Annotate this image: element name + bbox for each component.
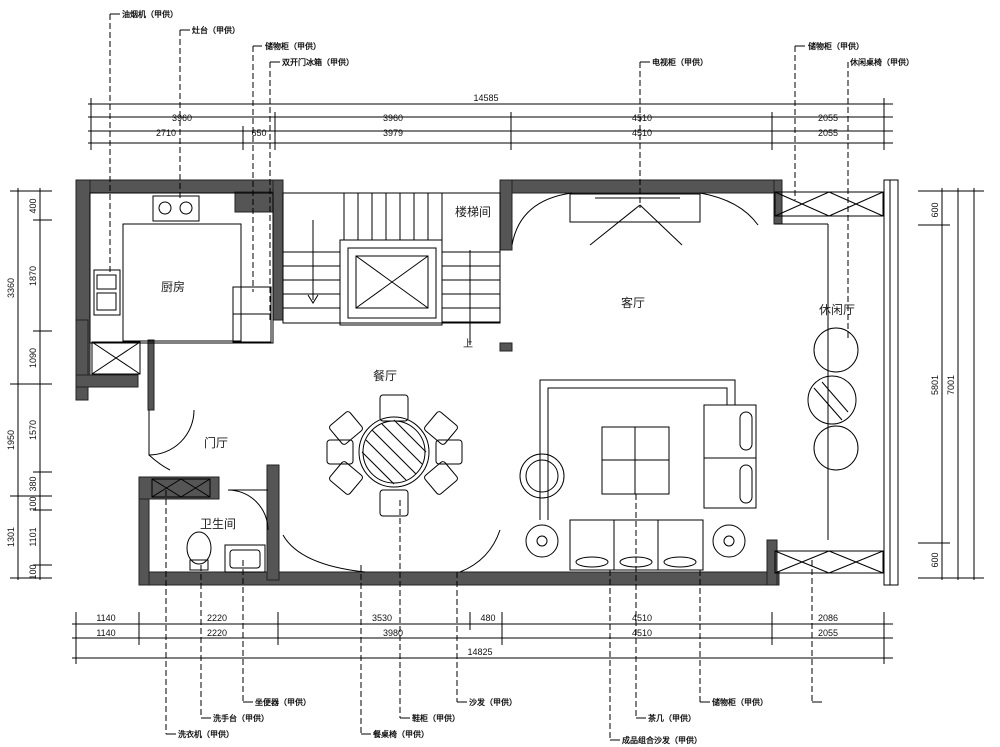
top-dim-4: 2055 bbox=[818, 113, 838, 123]
lounge-chair-1 bbox=[813, 327, 859, 373]
bottom-dim-4: 480 bbox=[480, 613, 495, 623]
top-dim-2: 3960 bbox=[383, 113, 403, 123]
lounge-table bbox=[807, 375, 857, 425]
top-dim-6: 650 bbox=[251, 128, 266, 138]
top-annotations: 油烟机（甲供） 灶台（甲供） 储物柜（甲供） 双开门冰箱（甲供） 电视柜（甲供）… bbox=[109, 9, 914, 340]
toilet-icon bbox=[186, 531, 212, 565]
stair-up-label: 上 bbox=[463, 338, 473, 350]
tv-cabinet bbox=[569, 193, 701, 223]
left-dim-4: 1570 bbox=[28, 420, 38, 440]
room-label-stairwell: 楼梯间 bbox=[455, 204, 491, 219]
note-bottom-3: 坐便器（甲供） bbox=[255, 697, 311, 707]
living-room: 客厅 bbox=[511, 192, 759, 571]
left-dimensions: 400 1870 1090 1570 380 100 1101 100 3360… bbox=[6, 188, 52, 580]
storage-cabinet bbox=[91, 341, 141, 375]
left-dim-8: 100 bbox=[28, 564, 38, 579]
note-top-2: 灶台（甲供） bbox=[192, 25, 240, 35]
left-dim-6: 100 bbox=[28, 496, 38, 511]
left-outer-dim-2: 1950 bbox=[6, 430, 16, 450]
walls bbox=[75, 179, 899, 586]
room-label-living: 客厅 bbox=[621, 295, 645, 310]
bottom-dim-11: 2055 bbox=[818, 628, 838, 638]
left-outer-dim-3: 1301 bbox=[6, 527, 16, 547]
stove-icon bbox=[152, 195, 200, 222]
left-dim-3: 1090 bbox=[28, 348, 38, 368]
stairwell: 上 楼梯间 bbox=[282, 192, 501, 350]
right-dim-2: 5801 bbox=[930, 375, 940, 395]
top-dimensions: 14585 3960 3960 4510 2055 2710 650 3979 … bbox=[88, 93, 893, 150]
bathroom: 卫生间 bbox=[151, 478, 269, 573]
bottom-dim-1: 1140 bbox=[96, 613, 115, 623]
left-dim-2: 1870 bbox=[28, 266, 38, 286]
right-dim-1: 600 bbox=[930, 202, 940, 217]
top-dim-3: 4510 bbox=[632, 113, 652, 123]
lounge: 休闲厅 bbox=[774, 191, 884, 574]
note-bottom-1: 洗衣机（甲供） bbox=[178, 729, 234, 739]
lounge-chair bbox=[519, 453, 565, 499]
note-bottom-2: 洗手台（甲供） bbox=[213, 713, 269, 723]
bottom-annotations: 洗衣机（甲供） 洗手台（甲供） 坐便器（甲供） 餐桌椅（甲供） 鞋柜（甲供） 沙… bbox=[165, 490, 822, 745]
sofa-right bbox=[703, 404, 757, 509]
note-bottom-4: 餐桌椅（甲供） bbox=[372, 729, 429, 739]
side-table-left bbox=[525, 524, 559, 558]
top-dim-8: 4510 bbox=[632, 128, 652, 138]
left-dim-1: 400 bbox=[28, 198, 38, 213]
lounge-chair-2 bbox=[813, 425, 859, 471]
note-bottom-6: 沙发（甲供） bbox=[469, 697, 517, 707]
room-label-foyer: 门厅 bbox=[204, 435, 228, 450]
dining-chairs bbox=[326, 394, 463, 517]
top-total-dimension: 14585 bbox=[473, 93, 498, 103]
kitchen: 厨房 bbox=[89, 192, 274, 375]
room-label-lounge: 休闲厅 bbox=[819, 303, 855, 317]
sink-icon bbox=[93, 269, 121, 316]
note-bottom-5: 鞋柜（甲供） bbox=[412, 713, 460, 723]
bottom-dim-10: 4510 bbox=[632, 628, 652, 638]
dining-table bbox=[358, 416, 430, 488]
left-dim-5: 380 bbox=[28, 476, 38, 491]
elevator-shaft bbox=[347, 247, 437, 319]
bottom-dim-9: 3980 bbox=[383, 628, 403, 638]
room-label-kitchen: 厨房 bbox=[161, 279, 185, 294]
bottom-dim-8: 2220 bbox=[207, 628, 227, 638]
room-label-dining: 餐厅 bbox=[373, 368, 397, 383]
note-bottom-7: 成品组合沙发（甲供） bbox=[622, 735, 702, 745]
side-table-right bbox=[712, 524, 746, 558]
room-label-bathroom: 卫生间 bbox=[200, 517, 236, 531]
bottom-dim-3: 3530 bbox=[372, 613, 392, 623]
left-dim-7: 1101 bbox=[28, 527, 38, 546]
right-dimensions: 600 5801 7001 600 bbox=[918, 188, 984, 580]
bottom-dim-6: 2086 bbox=[818, 613, 838, 623]
bottom-dimensions: 1140 2220 3530 480 4510 2086 1140 2220 3… bbox=[72, 612, 893, 664]
note-top-6: 储物柜（甲供） bbox=[807, 41, 864, 51]
note-bottom-9: 储物柜（甲供） bbox=[711, 697, 768, 707]
top-dim-1: 3960 bbox=[172, 113, 192, 123]
note-top-4: 双开门冰箱（甲供） bbox=[282, 57, 354, 67]
top-dim-9: 2055 bbox=[818, 128, 838, 138]
bottom-dim-2: 2220 bbox=[207, 613, 227, 623]
bottom-dim-5: 4510 bbox=[632, 613, 652, 623]
note-top-1: 油烟机（甲供） bbox=[122, 9, 178, 19]
foyer: 门厅 bbox=[148, 409, 228, 471]
storage-cabinet-bottom bbox=[774, 550, 884, 574]
note-top-3: 储物柜（甲供） bbox=[264, 41, 321, 51]
top-dim-7: 3979 bbox=[383, 128, 403, 138]
washbasin-icon bbox=[224, 544, 266, 573]
note-bottom-8: 茶几（甲供） bbox=[647, 713, 696, 723]
bottom-dim-7: 1140 bbox=[96, 628, 115, 638]
right-dim-3: 7001 bbox=[946, 375, 956, 395]
top-dim-5: 2710 bbox=[156, 128, 176, 138]
left-outer-dim-1: 3360 bbox=[6, 278, 16, 298]
bottom-total-dimension: 14825 bbox=[467, 647, 492, 657]
storage-cabinet-top bbox=[774, 191, 884, 217]
dining-area: 餐厅 bbox=[282, 368, 501, 573]
note-top-5: 电视柜（甲供） bbox=[652, 57, 708, 67]
note-top-7: 休闲桌椅（甲供） bbox=[849, 57, 914, 67]
right-dim-4: 600 bbox=[930, 552, 940, 567]
